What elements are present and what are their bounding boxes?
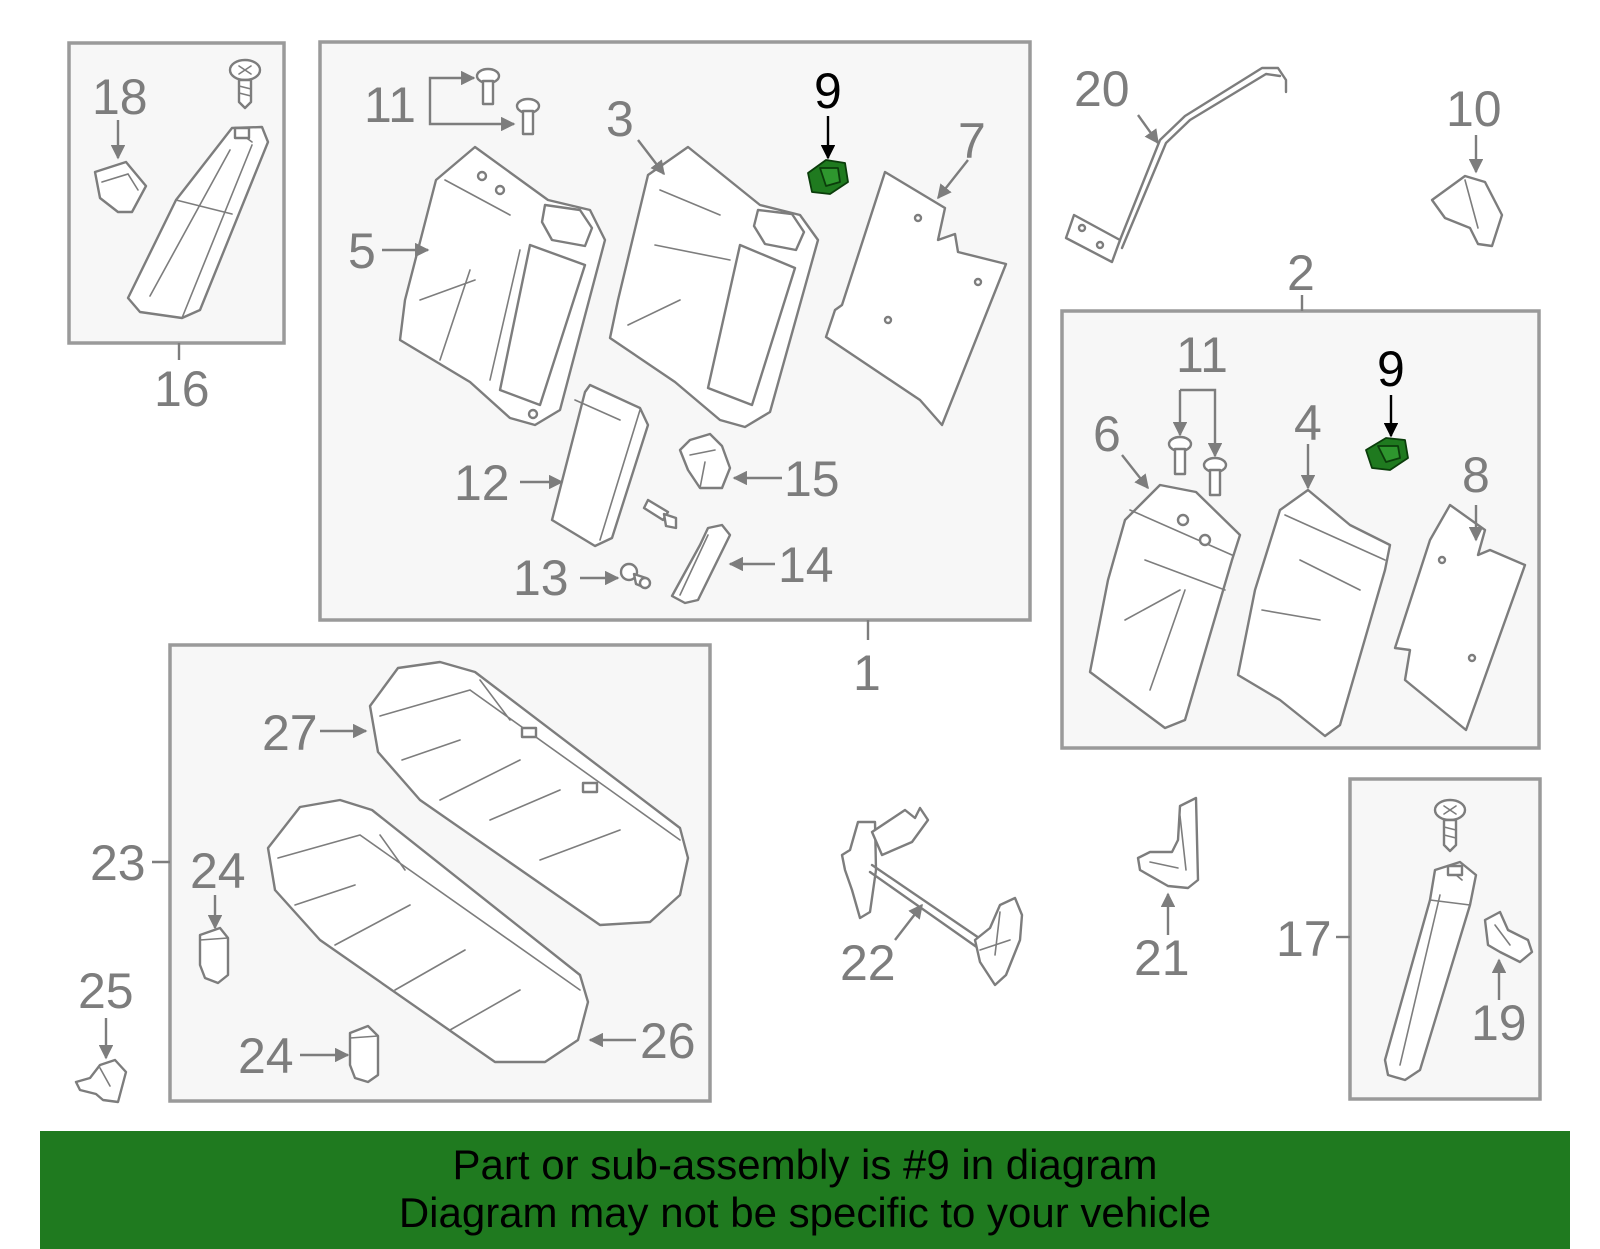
callout-10: 10 xyxy=(1446,81,1502,137)
part-20-rod xyxy=(1064,66,1288,264)
part-4-seat-back-pad xyxy=(1236,488,1392,738)
callout-11-b: 11 xyxy=(1176,327,1228,383)
part-19-cap xyxy=(1483,910,1534,964)
part-8-back-board xyxy=(1393,503,1527,732)
callout-4: 4 xyxy=(1294,395,1322,451)
callout-24-b: 24 xyxy=(238,1028,294,1084)
part-screw-box17 xyxy=(1433,798,1467,853)
callout-22: 22 xyxy=(840,935,896,991)
part-24-bolster-upper xyxy=(198,926,230,985)
part-bolt-box1 xyxy=(642,498,678,530)
part-24-bolster-lower xyxy=(348,1024,380,1084)
callout-26: 26 xyxy=(640,1013,696,1069)
part-15-latch xyxy=(678,432,732,490)
part-17-trim xyxy=(1383,860,1478,1082)
banner-line-disclaimer: Diagram may not be specific to your vehi… xyxy=(398,1189,1212,1236)
part-13-bolt xyxy=(619,562,652,590)
callout-7: 7 xyxy=(958,113,986,169)
part-25-hook xyxy=(74,1058,128,1104)
callout-5: 5 xyxy=(348,223,376,279)
part-16-trim xyxy=(126,125,270,320)
callout-9-highlighted-2: 9 xyxy=(1377,341,1405,397)
callout-14: 14 xyxy=(778,537,834,593)
part-27-cushion-cover xyxy=(368,660,690,927)
part-22-bracket xyxy=(840,806,1024,987)
callout-8: 8 xyxy=(1462,447,1490,503)
callout-9-highlighted: 9 xyxy=(814,63,842,119)
part-12-cover-panel xyxy=(550,383,650,548)
part-26-cushion xyxy=(266,798,590,1064)
part-7-back-board xyxy=(824,170,1008,427)
part-18-cap xyxy=(93,160,148,214)
part-3-seat-back-pad xyxy=(608,145,820,429)
part-10-cap xyxy=(1430,174,1504,248)
callout-12: 12 xyxy=(454,455,510,511)
callout-19: 19 xyxy=(1471,995,1527,1051)
callout-15: 15 xyxy=(784,451,840,507)
part-screw-box16 xyxy=(228,58,262,110)
callout-21: 21 xyxy=(1134,930,1190,986)
banner-line-part: Part or sub-assembly is #9 in diagram xyxy=(452,1141,1158,1188)
callout-2: 2 xyxy=(1287,245,1315,301)
part-9-clip-highlighted-2 xyxy=(1365,437,1409,471)
info-banner: Part or sub-assembly is #9 in diagram Di… xyxy=(40,1131,1570,1249)
callout-3: 3 xyxy=(606,91,634,147)
callout-13: 13 xyxy=(513,550,569,606)
part-11-bolts-box1 xyxy=(475,67,541,136)
part-14-bracket xyxy=(670,523,732,605)
part-9-clip-highlighted xyxy=(807,159,849,195)
part-21-bracket xyxy=(1136,796,1200,890)
callout-23: 23 xyxy=(90,835,146,891)
part-6-seat-back xyxy=(1088,483,1242,730)
callout-27: 27 xyxy=(262,705,318,761)
callout-6: 6 xyxy=(1093,406,1121,462)
callout-20: 20 xyxy=(1074,61,1130,117)
callout-17: 17 xyxy=(1276,911,1332,967)
part-11-bolts-box2 xyxy=(1167,435,1228,497)
callout-1: 1 xyxy=(853,645,881,701)
part-5-seat-back-frame xyxy=(398,145,607,427)
callout-18: 18 xyxy=(92,69,148,125)
callout-25: 25 xyxy=(78,963,134,1019)
callout-24: 24 xyxy=(190,843,246,899)
callout-11: 11 xyxy=(364,77,416,133)
callout-16: 16 xyxy=(154,361,210,417)
